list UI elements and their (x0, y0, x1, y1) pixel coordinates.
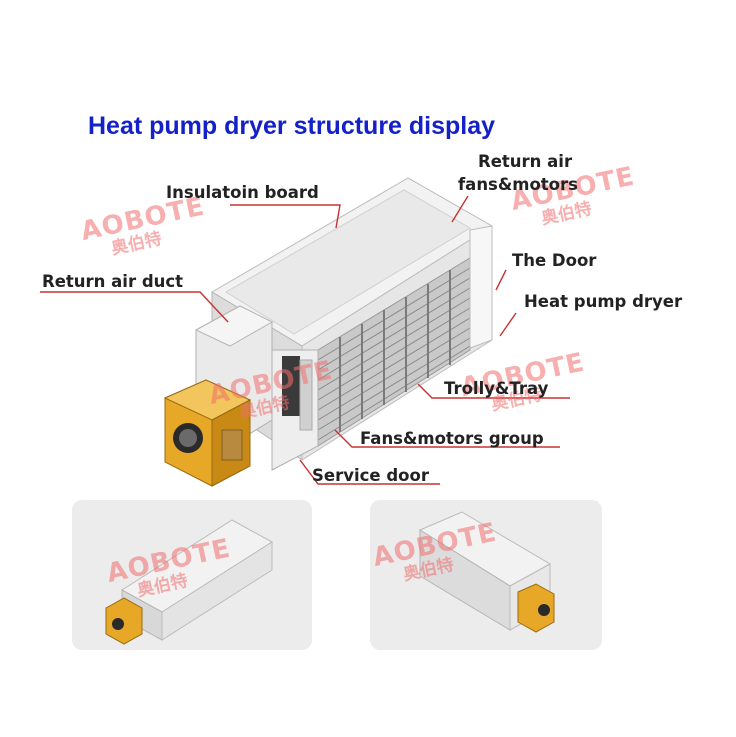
label-return-air-fans-line1: Return air (478, 152, 573, 171)
heat-pump-unit (163, 379, 252, 487)
trolly-tray-rack (317, 257, 471, 447)
dryer-preview-left (105, 519, 273, 645)
label-trolly-tray: Trolly&Tray (444, 379, 549, 398)
preview-panel-right: AOBOTE 奥伯特 (370, 500, 602, 650)
label-service-door: Service door (312, 466, 429, 485)
diagram-title: Heat pump dryer structure display (88, 112, 496, 140)
leader-lines (40, 195, 570, 485)
end-door (469, 225, 493, 349)
fans-motors-section (271, 349, 319, 471)
label-insulation-board: Insulatoin board (166, 183, 319, 202)
label-return-air-fans-line2: fans&motors (458, 175, 578, 194)
label-fans-motors-group: Fans&motors group (360, 429, 544, 448)
label-heat-pump-dryer: Heat pump dryer (524, 292, 683, 311)
dryer-preview-right (418, 511, 555, 633)
label-the-door: The Door (512, 251, 597, 270)
preview-panel-left: AOBOTE 奥伯特 (72, 500, 312, 650)
label-return-air-duct: Return air duct (42, 272, 184, 291)
